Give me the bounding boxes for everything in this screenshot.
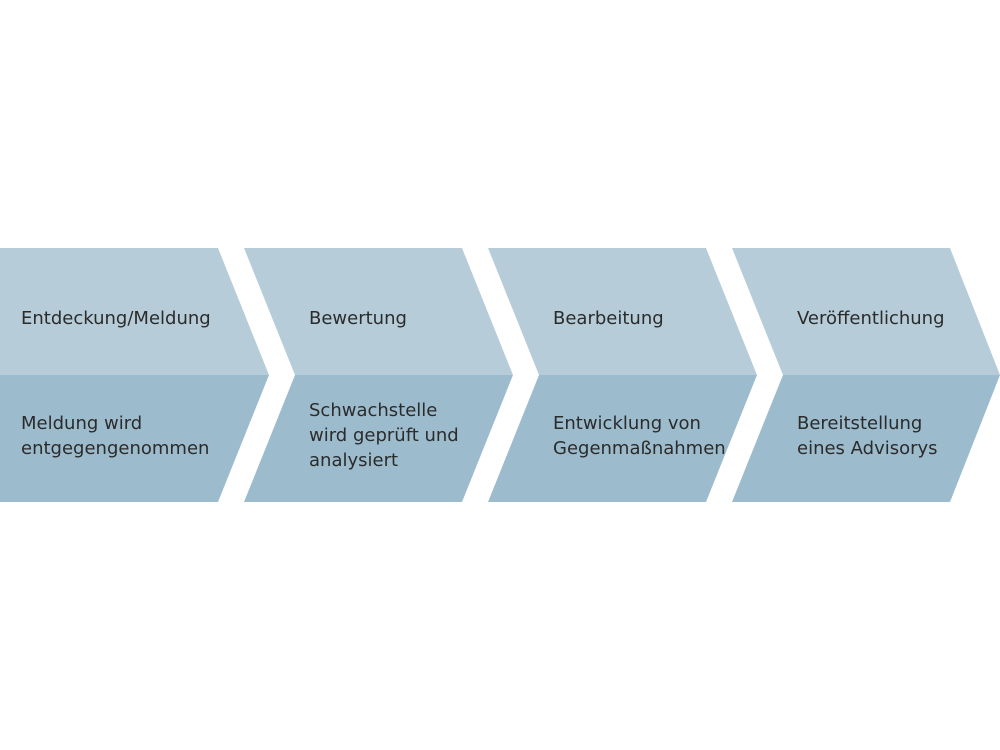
step-chevron-2 [244,248,513,502]
step-2-label: Bewertung [309,308,407,329]
step-3-description: Entwicklung von Gegenmaßnahmen [553,413,726,459]
step-3-top-band [488,248,757,375]
step-chevron-4 [732,248,1000,502]
step-1-top-band [0,248,269,375]
step-4-label: Veröffentlichung [797,308,945,329]
step-chevron-1 [0,248,269,502]
step-1-bottom-band [0,375,269,502]
step-1-label: Entdeckung/Meldung [21,308,211,329]
step-2-bottom-band [244,375,513,502]
step-2-top-band [244,248,513,375]
step-3-label: Bearbeitung [553,308,664,329]
step-1-description: Meldung wird entgegengenommen [21,413,210,459]
step-2-description: Schwachstelle wird geprüft und analysier… [309,400,459,471]
step-4-description: Bereitstellung eines Advisorys [797,413,938,459]
step-4-top-band [732,248,1000,375]
step-3-bottom-band [488,375,757,502]
step-chevron-3 [488,248,757,502]
step-4-bottom-band [732,375,1000,502]
